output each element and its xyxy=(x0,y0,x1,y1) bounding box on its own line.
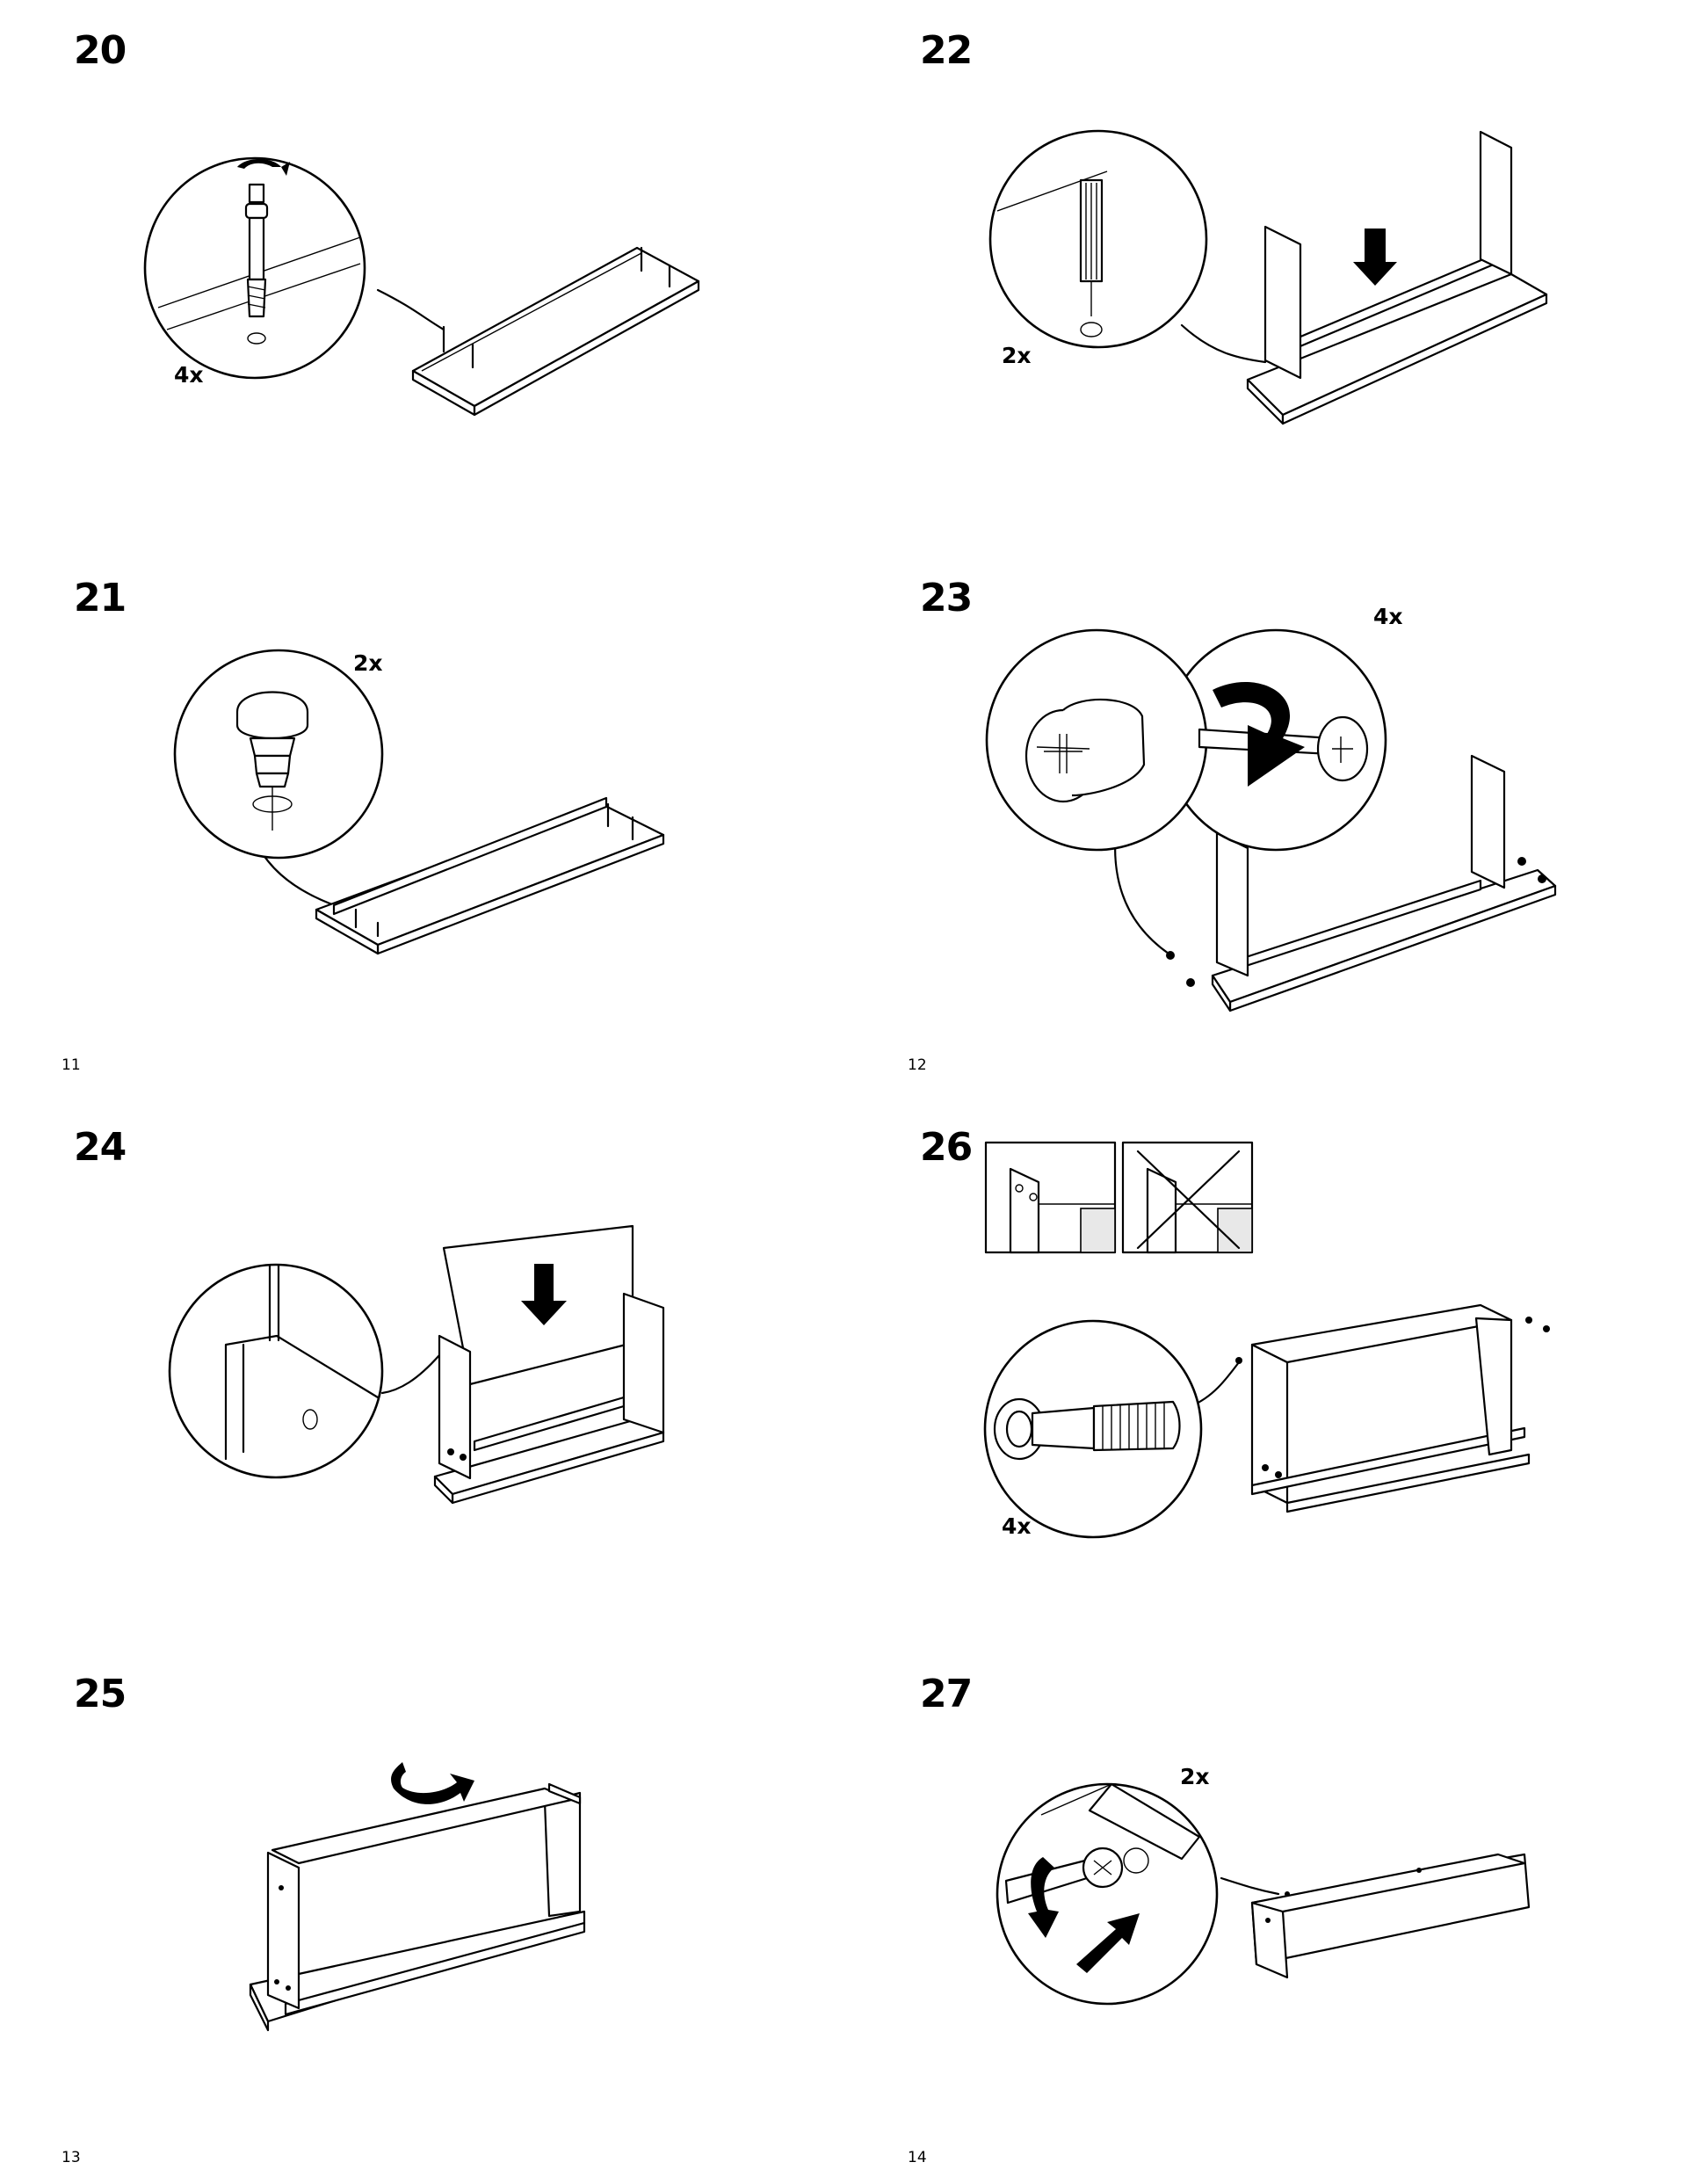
step-number-23: 23 xyxy=(920,576,973,620)
page-number-14: 14 xyxy=(908,2149,927,2166)
step-24-illustration xyxy=(168,1224,665,1505)
step-26-illustration: 4x xyxy=(983,1141,1550,1539)
step-number-22: 22 xyxy=(920,28,973,73)
page-number-11: 11 xyxy=(62,1056,81,1074)
screwdriver-screw-icon xyxy=(1004,1782,1201,1973)
rotate-arrow-icon xyxy=(1028,1857,1059,1938)
wooden-dowel-icon xyxy=(1079,178,1104,337)
step-23-quantity: 4x xyxy=(1373,604,1403,629)
back-panel-slot-icon xyxy=(224,1264,380,1461)
rotate-arrow-icon xyxy=(1213,682,1305,787)
step-20-illustration: 4x xyxy=(143,156,700,417)
step-22-illustration: 2x xyxy=(988,129,1548,425)
cam-bolt-marks xyxy=(442,246,671,369)
plastic-plug-icon xyxy=(235,691,309,831)
down-arrow-icon xyxy=(1353,229,1397,286)
step-27-illustration: 2x xyxy=(996,1764,1531,2006)
down-arrow-icon xyxy=(521,1264,567,1325)
step-number-25: 25 xyxy=(74,1672,127,1716)
cam-lock-bolt-icon xyxy=(237,159,290,345)
step-22-quantity: 2x xyxy=(1002,343,1032,368)
step-23-illustration: 4x xyxy=(985,604,1557,1012)
push-arrow-icon xyxy=(1076,1913,1140,1973)
step-21-quantity: 2x xyxy=(353,650,383,676)
step-20-quantity: 4x xyxy=(174,362,204,388)
cam-lock-turn-icon xyxy=(1025,682,1369,803)
page-number-12: 12 xyxy=(908,1056,927,1074)
step-26-quantity: 4x xyxy=(1002,1513,1032,1539)
step-number-21: 21 xyxy=(74,576,127,620)
step-number-24: 24 xyxy=(74,1125,127,1170)
correct-orientation-panel xyxy=(984,1141,1117,1254)
step-number-27: 27 xyxy=(920,1672,973,1716)
step-25-illustration xyxy=(249,1762,586,2032)
step-27-quantity: 2x xyxy=(1180,1764,1210,1789)
page-number-13: 13 xyxy=(62,2149,81,2166)
step-21-illustration: 2x xyxy=(173,649,665,955)
rotate-arrow-icon xyxy=(391,1762,474,1804)
step-number-20: 20 xyxy=(74,28,127,73)
incorrect-orientation-panel xyxy=(1121,1141,1254,1254)
cam-bolt-icon xyxy=(993,1397,1181,1461)
step-number-26: 26 xyxy=(920,1125,973,1170)
